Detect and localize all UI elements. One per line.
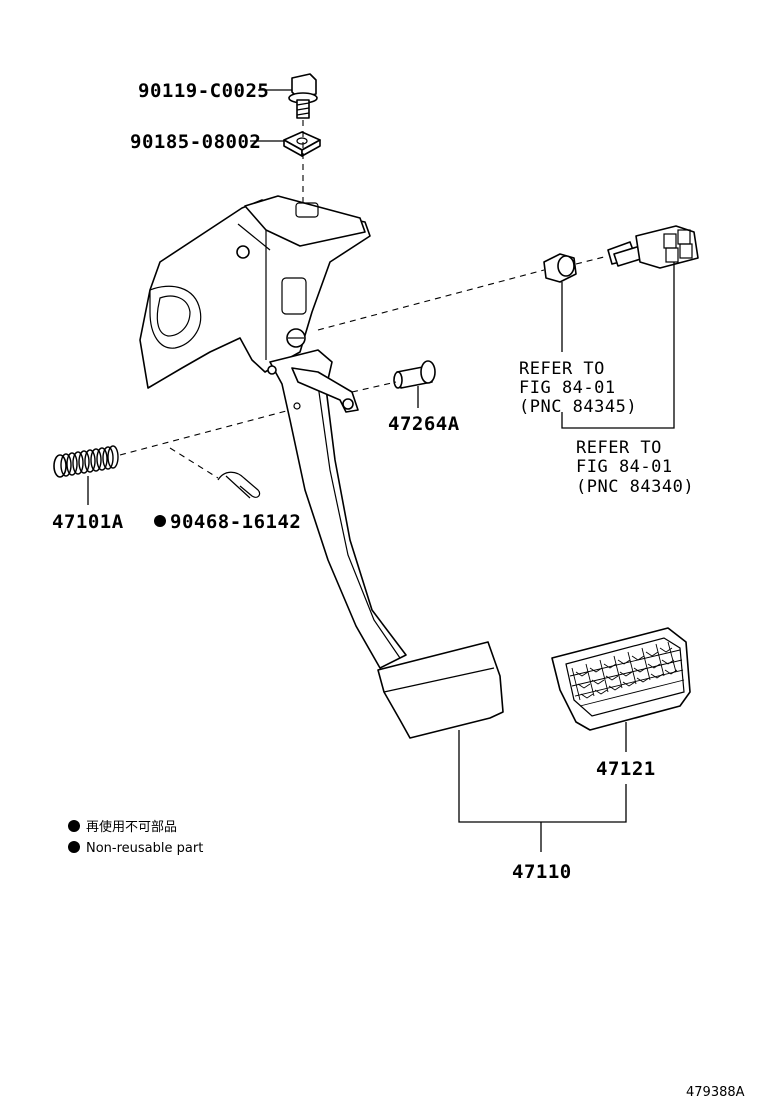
bolt-90119-C0025[interactable]: [288, 73, 318, 119]
label-pin: 47264A: [388, 413, 460, 435]
pin-47264A[interactable]: [393, 360, 436, 389]
legend: 再使用不可部品 Non-reusable part: [68, 819, 203, 856]
axis-pin: [351, 381, 397, 393]
legend-jp-marker-icon: [68, 820, 80, 832]
axis-switch-2: [575, 255, 609, 265]
refer-1-line1: REFER TO: [519, 359, 605, 379]
legend-en-marker-icon: [68, 841, 80, 853]
label-pedal-assy: 47110: [512, 861, 572, 883]
axis-clip: [169, 447, 219, 479]
refer-2-line1: REFER TO: [576, 438, 662, 458]
pedal-bracket: [139, 195, 371, 389]
clip-90468-16142[interactable]: [217, 471, 261, 499]
stop-lamp-switch[interactable]: [607, 225, 699, 269]
refer-1-line3: (PNC 84345): [519, 397, 637, 417]
leader-refer-2: [561, 262, 675, 429]
refer-2-line3: (PNC 84340): [576, 477, 694, 497]
refer-2-line2: FIG 84-01: [576, 457, 673, 477]
figure-id: 479388A: [686, 1085, 745, 1100]
label-clip: 90468-16142: [170, 511, 301, 533]
leader-assy: [458, 730, 627, 823]
axis-spring: [119, 409, 291, 456]
nut-90185-08002[interactable]: [283, 131, 321, 157]
switch-cushion[interactable]: [543, 253, 577, 283]
legend-en: Non-reusable part: [86, 841, 203, 856]
refer-box-2[interactable]: REFER TO FIG 84-01 (PNC 84340): [576, 438, 694, 497]
label-pedal-pad: 47121: [596, 758, 656, 780]
label-nut: 90185-08002: [130, 131, 261, 153]
pedal-pad-base: [377, 641, 504, 739]
pedal-pad-47121[interactable]: [551, 627, 691, 731]
refer-1-line2: FIG 84-01: [519, 378, 616, 398]
non-reusable-marker-icon: [154, 515, 166, 527]
legend-jp: 再使用不可部品: [86, 819, 177, 835]
label-spring: 47101A: [52, 511, 124, 533]
label-bolt: 90119-C0025: [138, 80, 269, 102]
pedal-arm: [267, 349, 407, 669]
axis-switch: [317, 269, 545, 331]
refer-box-1[interactable]: REFER TO FIG 84-01 (PNC 84345): [519, 359, 637, 417]
return-spring-47101A[interactable]: [53, 445, 119, 478]
